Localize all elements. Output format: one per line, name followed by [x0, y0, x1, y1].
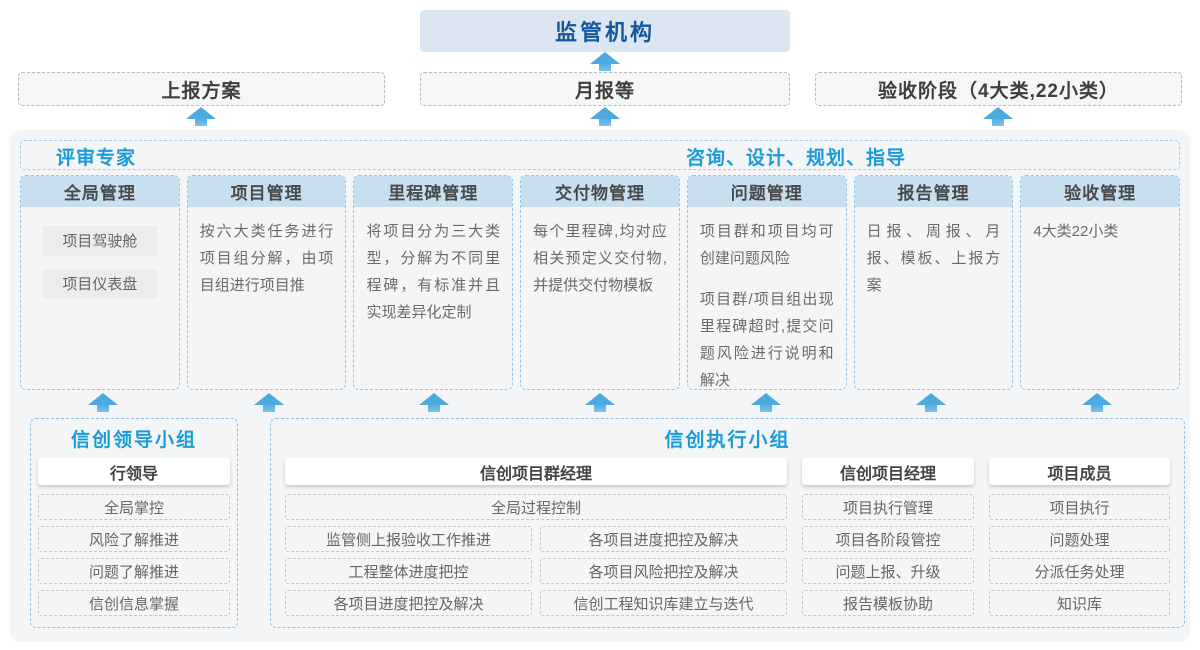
- pm-item: 各项目风险把控及解决: [540, 558, 787, 584]
- column-report-management: 报告管理 日报、周报、月报、模板、上报方案: [853, 175, 1014, 390]
- consult-design-label: 咨询、设计、规划、指导: [685, 147, 907, 169]
- arrow-cell: [186, 393, 352, 412]
- management-columns: 全局管理 项目驾驶舱 项目仪表盘 项目管理 按六大类任务进行项目组分解，由项目组…: [20, 175, 1181, 390]
- column-deliverable-management: 交付物管理 每个里程碑,均对应相关预定义交付物,并提供交付物模板: [520, 175, 680, 390]
- column-body: 将项目分为三大类型，分解为不同里程碑，有标准并且实现差异化定制: [354, 207, 512, 334]
- pm-item-full: 全局过程控制: [285, 494, 787, 520]
- column-text: 4大类22小类: [1033, 223, 1119, 240]
- column-header: 项目管理: [187, 176, 346, 207]
- leader-item: 问题了解推进: [38, 558, 230, 584]
- arrow-up-icon: [1082, 393, 1112, 412]
- column-text: 每个里程碑,均对应相关预定义交付物,并提供交付物模板: [533, 223, 667, 294]
- column-header: 全局管理: [21, 176, 179, 207]
- report-plan-label: 上报方案: [161, 80, 242, 102]
- column-body: 每个里程碑,均对应相关预定义交付物,并提供交付物模板: [521, 207, 679, 307]
- project-manager-item: 报告模板协助: [802, 590, 974, 616]
- arrow-cell: [849, 393, 1015, 412]
- arrow-up-icon: [254, 393, 284, 412]
- column-body: 按六大类任务进行项目组分解，由项目组进行项目推: [188, 207, 346, 307]
- report-plan-box: 上报方案: [18, 72, 385, 106]
- arrow-up-icon: [916, 393, 946, 412]
- column-body: 项目驾驶舱 项目仪表盘: [21, 207, 179, 320]
- column-body: 日报、周报、月报、模板、上报方案: [855, 207, 1013, 307]
- arrow-up-icon: [585, 393, 615, 412]
- chip-project-cockpit: 项目驾驶舱: [43, 226, 157, 256]
- arrow-up-icon: [590, 107, 620, 126]
- regulator-label: 监管机构: [554, 20, 655, 45]
- monthly-report-box: 月报等: [420, 72, 790, 106]
- arrow-up-icon: [419, 393, 449, 412]
- chip-project-dashboard: 项目仪表盘: [43, 269, 157, 299]
- column-acceptance-management: 验收管理 4大类22小类: [1020, 175, 1181, 390]
- arrow-up-icon: [590, 52, 620, 71]
- project-member-item: 项目执行: [989, 494, 1170, 520]
- leader-item: 信创信息掌握: [38, 590, 230, 616]
- column-header: 里程碑管理: [354, 176, 513, 207]
- pm-left-column: 监管侧上报验收工作推进 工程整体进度把控 各项目进度把控及解决: [285, 526, 532, 622]
- column-arrows-row: [20, 393, 1180, 412]
- regulator-box: 监管机构: [420, 10, 790, 52]
- column-header: 交付物管理: [521, 176, 679, 207]
- column-text: 按六大类任务进行项目组分解，由项目组进行项目推: [199, 223, 334, 294]
- project-manager-item: 问题上报、升级: [802, 558, 974, 584]
- exec-group-content: 信创项目群经理 全局过程控制 监管侧上报验收工作推进 工程整体进度把控 各项目进…: [271, 458, 1184, 622]
- pm-item: 工程整体进度把控: [285, 558, 532, 584]
- project-member-item: 知识库: [989, 590, 1170, 616]
- leader-item: 风险了解推进: [38, 526, 230, 552]
- arrow-cell: [351, 393, 517, 412]
- exec-group-title: 信创执行小组: [664, 430, 791, 451]
- project-member-header: 项目成员: [989, 458, 1170, 485]
- arrow-cell: [1014, 393, 1180, 412]
- program-manager-header: 信创项目群经理: [285, 458, 787, 485]
- column-text: 日报、周报、月报、模板、上报方案: [866, 223, 1001, 294]
- column-header: 报告管理: [854, 176, 1013, 207]
- project-member-item: 问题处理: [989, 526, 1170, 552]
- column-issue-management: 问题管理 项目群和项目均可创建问题风险 项目群/项目组出现里程碑超时,提交问题风…: [686, 175, 847, 390]
- pm-two-columns: 监管侧上报验收工作推进 工程整体进度把控 各项目进度把控及解决 各项目进度把控及…: [285, 526, 787, 622]
- arrow-up-icon: [186, 107, 216, 126]
- pm-right-column: 各项目进度把控及解决 各项目风险把控及解决 信创工程知识库建立与迭代: [540, 526, 787, 622]
- acceptance-stage-box: 验收阶段（4大类,22小类）: [815, 72, 1182, 106]
- leader-group-title: 信创领导小组: [70, 430, 197, 451]
- arrow-up-icon: [751, 393, 781, 412]
- platform-panel: 评审专家 咨询、设计、规划、指导 全局管理 项目驾驶舱 项目仪表盘 项目管理 按…: [10, 130, 1190, 642]
- project-member-item: 分派任务处理: [989, 558, 1170, 584]
- arrow-cell: [683, 393, 849, 412]
- column-project-management: 项目管理 按六大类任务进行项目组分解，由项目组进行项目推: [186, 175, 347, 390]
- column-body: 项目群和项目均可创建问题风险 项目群/项目组出现里程碑超时,提交问题风险进行说明…: [688, 207, 846, 389]
- monthly-report-label: 月报等: [574, 80, 635, 102]
- leader-item: 全局掌控: [38, 494, 230, 520]
- arrow-cell: [517, 393, 683, 412]
- program-manager-group: 信创项目群经理 全局过程控制 监管侧上报验收工作推进 工程整体进度把控 各项目进…: [285, 458, 787, 622]
- review-experts-label: 评审专家: [56, 147, 137, 169]
- arrow-up-icon: [88, 393, 118, 412]
- pm-item: 各项目进度把控及解决: [540, 526, 787, 552]
- column-text: 将项目分为三大类型，分解为不同里程碑，有标准并且实现差异化定制: [366, 223, 501, 321]
- pm-item: 各项目进度把控及解决: [285, 590, 532, 616]
- exec-group-box: 信创执行小组 信创项目群经理 全局过程控制 监管侧上报验收工作推进 工程整体进度…: [270, 418, 1185, 628]
- leader-group-box: 信创领导小组 行领导 全局掌控 风险了解推进 问题了解推进 信创信息掌握: [30, 418, 238, 628]
- experts-strip: 评审专家 咨询、设计、规划、指导: [20, 140, 1180, 170]
- column-text: 项目群和项目均可创建问题风险: [699, 223, 834, 267]
- column-text: 项目群/项目组出现里程碑超时,提交问题风险进行说明和解决: [699, 291, 834, 389]
- project-manager-item: 项目各阶段管控: [802, 526, 974, 552]
- arrow-up-icon: [983, 107, 1013, 126]
- project-member-group: 项目成员 项目执行 问题处理 分派任务处理 知识库: [989, 458, 1170, 622]
- column-milestone-management: 里程碑管理 将项目分为三大类型，分解为不同里程碑，有标准并且实现差异化定制: [353, 175, 514, 390]
- acceptance-stage-label: 验收阶段（4大类,22小类）: [878, 80, 1119, 102]
- leader-group-content: 行领导 全局掌控 风险了解推进 问题了解推进 信创信息掌握: [31, 458, 237, 616]
- arrow-cell: [20, 393, 186, 412]
- project-manager-header: 信创项目经理: [802, 458, 974, 485]
- column-body: 4大类22小类: [1021, 207, 1179, 253]
- column-header: 问题管理: [687, 176, 846, 207]
- project-manager-item: 项目执行管理: [802, 494, 974, 520]
- bank-leader-header: 行领导: [38, 458, 230, 485]
- pm-item: 信创工程知识库建立与迭代: [540, 590, 787, 616]
- project-manager-group: 信创项目经理 项目执行管理 项目各阶段管控 问题上报、升级 报告模板协助: [802, 458, 974, 622]
- pm-item: 监管侧上报验收工作推进: [285, 526, 532, 552]
- column-header: 验收管理: [1021, 176, 1180, 207]
- column-global-management: 全局管理 项目驾驶舱 项目仪表盘: [20, 175, 180, 390]
